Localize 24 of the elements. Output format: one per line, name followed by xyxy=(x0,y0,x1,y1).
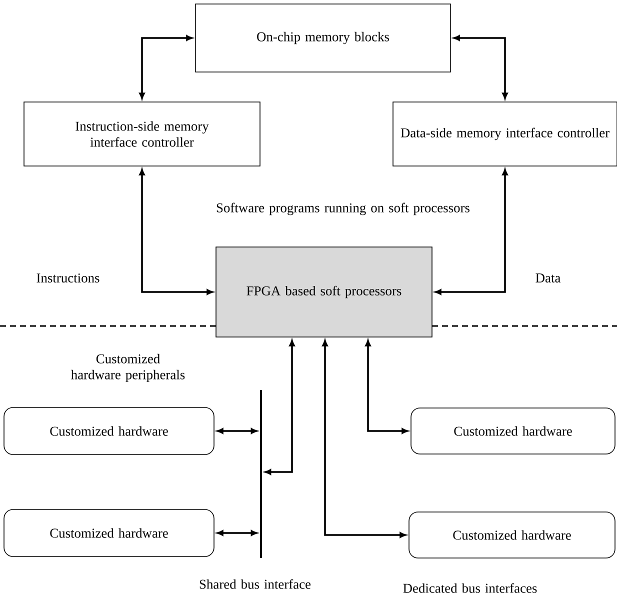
arrow xyxy=(264,340,295,475)
process-box: Data-side memory interface controller xyxy=(392,102,617,166)
arrow xyxy=(139,35,192,99)
process-box: Instruction-side memory interface controller xyxy=(24,102,260,166)
processor-box: FPGA based soft processors xyxy=(216,246,432,338)
hardware-box: Customized hardware xyxy=(408,512,616,558)
hardware-box: Customized hardware xyxy=(4,407,214,455)
arrow xyxy=(365,340,408,434)
arrow xyxy=(322,340,406,538)
hardware-box: Customized hardware xyxy=(4,509,214,557)
label-text: Dedicated bus interfaces xyxy=(403,583,537,593)
arrow xyxy=(217,428,258,434)
bus-line xyxy=(260,390,262,558)
process-box: On-chip memory blocks xyxy=(195,4,451,72)
label-text: Customized hardware peripherals xyxy=(71,354,185,382)
label-text: Instructions xyxy=(36,273,100,282)
hardware-box: Customized hardware xyxy=(410,408,616,454)
arrow xyxy=(217,530,258,536)
arrow xyxy=(435,169,508,295)
label-text: Software programs running on soft processors xyxy=(216,202,470,216)
arrow xyxy=(139,169,213,295)
label-text: Shared bus interface xyxy=(200,579,311,589)
label-text: Data xyxy=(536,274,560,282)
arrow xyxy=(454,35,508,99)
